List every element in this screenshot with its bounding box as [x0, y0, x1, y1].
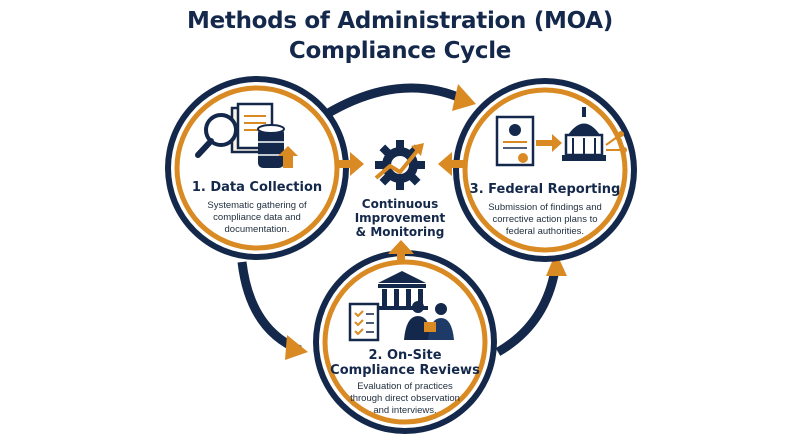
magnifier-documents-database-icon	[195, 102, 298, 168]
certificate-capitol-icon	[495, 107, 627, 167]
arrow-node3-to-center	[438, 152, 466, 176]
diagram-title-line-2: Compliance Cycle	[288, 38, 512, 64]
cycle-connectors	[237, 83, 567, 360]
arc-node1-to-node3	[322, 83, 467, 119]
arrow-node1-to-center	[338, 152, 364, 176]
node-3-description: Submission of findings and corrective ac…	[488, 202, 602, 237]
center-connectors	[338, 152, 466, 262]
arrowhead-to-node3	[452, 84, 476, 111]
building-checklist-people-icon	[348, 271, 454, 342]
arrow-node2-to-center	[388, 240, 414, 262]
node-federal-reporting	[453, 78, 637, 262]
node-1-title: 1. Data Collection	[191, 180, 323, 195]
arc-node1-to-node2	[237, 261, 302, 355]
node-on-site-reviews	[313, 250, 497, 434]
node-3-title: 3. Federal Reporting	[469, 182, 621, 197]
arrowhead-to-node2	[285, 335, 308, 360]
arrowhead-to-node3-bottom	[546, 252, 567, 276]
node-2-description: Evaluation of practices through direct o…	[350, 381, 460, 416]
arc-node2-to-node3	[495, 269, 560, 356]
node-data-collection	[165, 76, 349, 260]
gear-trend-arrow-icon	[374, 140, 425, 190]
node-2-title: 2. On-Site Compliance Reviews	[330, 348, 480, 378]
diagram-title-line-1: Methods of Administration (MOA)	[187, 8, 613, 34]
node-1-description: Systematic gathering of compliance data …	[207, 200, 307, 235]
center-label: Continuous Improvement & Monitoring	[354, 197, 446, 239]
